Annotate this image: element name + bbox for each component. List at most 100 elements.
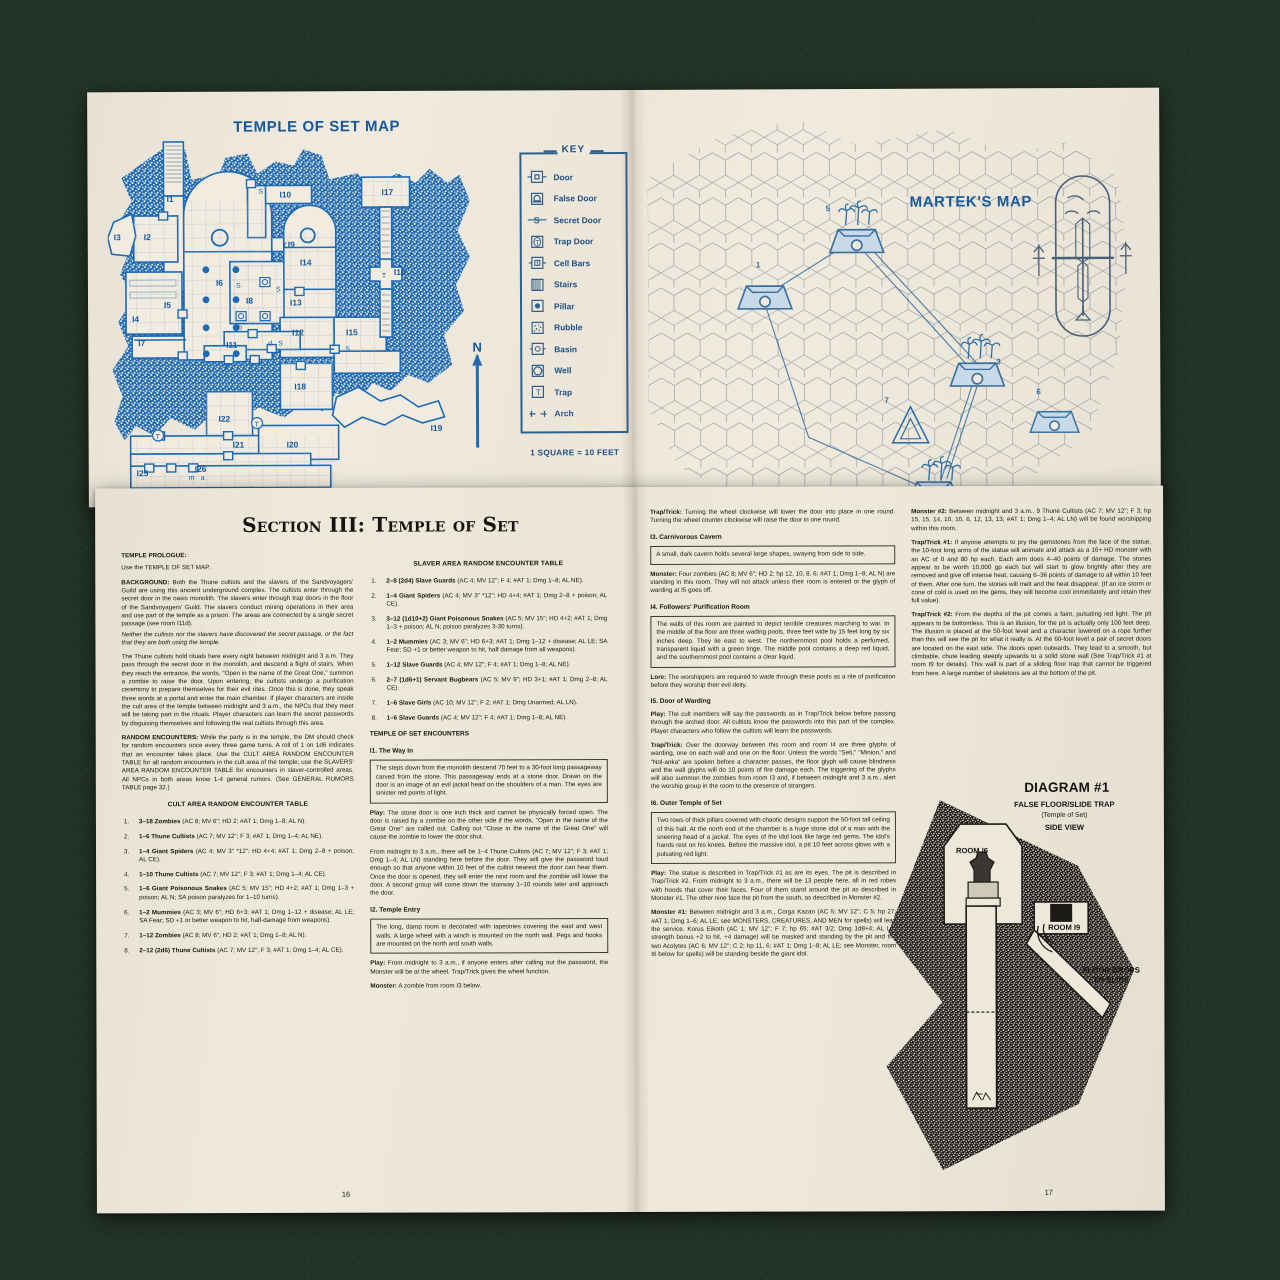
encounter-stats: (AC 7; MV 12"; F 3; #AT 1; Dmg 1–4; AL N… [196,832,323,840]
room-i3-boxed-text: A small, dark cavern holds several large… [650,545,896,565]
background-paragraph: BACKGROUND: Both the Thune cultists and … [121,578,354,628]
key-item-arch: Arch [528,402,624,424]
room-i2-monster: Monster: A zombie from room I3 below. [370,982,482,990]
compass-rose: N [464,340,490,455]
encounter-stats: (AC 7; MV 12"; F 3; #AT 1; Dmg 1–4; AL C… [200,870,327,878]
encounter-row: 1–6 Slave Girls (AC 10; MV 12"; F 2; #AT… [370,699,608,708]
room-i6-heading: I6. Outer Temple of Set [650,799,722,807]
encounter-stats: (AC 10; MV 12"; F 2; #AT 1; Dmg Unarmed;… [433,699,578,707]
key-item-label: False Door [553,193,597,204]
key-item-label: Stairs [553,279,578,290]
false-door-icon [528,192,547,206]
room-i6-boxed-text: Two rows of thick pillars covered with c… [650,811,897,864]
rituals-paragraph: The Thune cultists hold rituals here eve… [121,652,354,727]
room-i1-boxed-text: The steps down from the monolith descend… [369,759,608,804]
key-item-basin: Basin [528,338,624,360]
background-italic-note: Neither the cultists nor the slavers hav… [121,630,354,647]
diagram-subtitle-1: FALSE FLOOR/SLIDE TRAP [1014,799,1115,809]
room-i6-monster-2: Monster #2: Between midnight and 3 a.m.,… [911,507,1152,532]
trap-icon: T [528,385,547,399]
martek-site-5: 5 [826,200,885,254]
svg-text:I11: I11 [226,340,238,350]
encounter-name: 3–12 (1d10+2) Giant Poisonous Snakes [386,615,506,623]
martek-site-7: 7 [884,396,930,444]
cell-bars-icon [528,256,547,270]
svg-text:I9: I9 [288,239,295,249]
page16-column-2: SLAVER AREA RANDOM ENCOUNTER TABLE 2–8 (… [369,551,609,997]
cult-area-encounter-table: 3–18 Zombies (AC 8; MV 6"; HD 2; #AT 1; … [122,818,354,956]
svg-text:c: c [250,363,254,370]
encounter-name: 2–7 (1d6+1) Servant Bugbears [386,676,481,684]
encounter-row: 1–12 Slave Guards (AC 4; MV 12"; F 4; #A… [370,661,608,670]
martek-site-1: 1 [737,260,793,310]
svg-text:T: T [382,273,387,280]
marteks-map: 5 1 3 6 7 4 [647,106,1149,503]
well-icon [528,364,547,378]
svg-text:S: S [534,216,540,226]
svg-text:I10: I10 [280,189,292,199]
encounter-row: 1–4 Giant Spiders (AC 4; MV 3" *12"; HD … [122,847,354,864]
martek-site-6: 6 [1029,387,1080,434]
room-i4-heading: I4. Followers' Purification Room [650,603,750,611]
svg-text:I15: I15 [346,327,358,337]
room-i6-trap-1: Trap/Trick #1: If anyone attempts to pry… [911,538,1152,605]
rubble-icon [528,321,547,335]
room-i2-heading: I2. Temple Entry [370,906,421,914]
page-16: Section III: Temple of Set TEMPLE PROLOG… [95,487,630,1213]
key-item-well: Well [528,359,624,381]
page-17: Trap/Trick: Turning the wheel clockwise … [628,486,1165,1212]
svg-text:S: S [276,286,281,293]
svg-text:I7: I7 [138,338,145,348]
encounters-heading: TEMPLE OF SET ENCOUNTERS [369,730,470,738]
svg-text:I21: I21 [233,440,245,450]
room-i2-trap: Trap/Trick: Turning the wheel clockwise … [650,508,896,525]
diagram-room-i9-label: ROOM I9 [1048,922,1081,932]
page17-column-2: Monster #2: Between midnight and 3 a.m.,… [911,508,1151,685]
key-item-label: Rubble [554,322,583,333]
svg-text:I14: I14 [300,257,312,267]
key-item-label: Well [554,365,572,376]
key-title: KEY [557,144,590,156]
svg-text:I13: I13 [290,297,302,307]
diagram-floor-drops-label: FLOOR DROPS TO SLIDE [1082,965,1140,985]
key-item-secret-door: S Secret Door [527,209,624,231]
encounter-row: 1–2 Mummies (AC 3; MV 6"; HD 6+3; #AT 1;… [122,908,354,925]
temple-of-set-map: T T T T I1 I2 I3 I4 I5 I6 I7 I8 I9 [107,139,509,491]
cartouche-glyph [1051,175,1114,337]
key-item-label: Basin [554,343,578,355]
svg-text:S: S [345,346,350,353]
svg-text:I3: I3 [114,232,121,242]
encounter-name: 1–4 Giant Spiders [386,592,443,600]
svg-text:I2: I2 [144,232,151,242]
room-i2-play: Play: From midnight to 3 a.m., if anyone… [370,959,609,976]
use-map-note: Use the TEMPLE OF SET MAP. [121,564,211,572]
encounter-row: 1–6 Thune Cultists (AC 7; MV 12"; F 3; #… [122,832,354,841]
encounter-name: 3–18 Zombies [138,818,183,826]
page17-column-1: Trap/Trick: Turning the wheel clockwise … [650,508,896,965]
encounter-row: 1–10 Thune Cultists (AC 7; MV 12"; F 3; … [122,870,354,879]
encounter-name: 1–2 Mummies [386,638,430,646]
map-page-sheet: TEMPLE OF SET MAP [87,87,1161,508]
svg-text:6: 6 [1036,387,1041,396]
room-i1-play: Play: The stone door is one inch thick a… [369,808,608,842]
diagram-room-i6-label: ROOM I6 [955,846,989,856]
room-i4-lore: Lore: The worshippers are required to wa… [650,673,896,689]
map-key-legend: KEY Door False Door S Secret Door [519,144,629,458]
map-scale-note: 1 SQUARE = 10 FEET [530,448,620,458]
svg-text:T: T [255,422,260,429]
encounter-stats: (AC 4; MV 12"; F 4; #AT 1; Dmg 1–8; AL N… [444,661,571,669]
svg-text:S: S [278,340,283,347]
svg-text:I8: I8 [246,296,253,306]
room-i5-trap: Trap/Trick: Over the doorway between thi… [650,741,896,791]
key-item-list: Door False Door S Secret Door T Trap Doo… [527,166,624,424]
key-item-label: Cell Bars [553,257,591,269]
room-i6-monster-1: Monster #1: Between midnight and 3 a.m.,… [651,908,897,958]
svg-text:5: 5 [826,204,831,213]
svg-text:I16: I16 [394,267,406,277]
svg-text:I6: I6 [216,278,223,288]
encounter-row: 3–12 (1d10+2) Giant Poisonous Snakes (AC… [369,615,607,632]
svg-text:T: T [283,242,288,249]
encounter-stats: (AC 7; MV 12"; F 3; #AT 1; Dmg 1–4; AL C… [217,946,344,954]
svg-text:I19: I19 [431,423,443,433]
arch-icon [528,407,547,421]
